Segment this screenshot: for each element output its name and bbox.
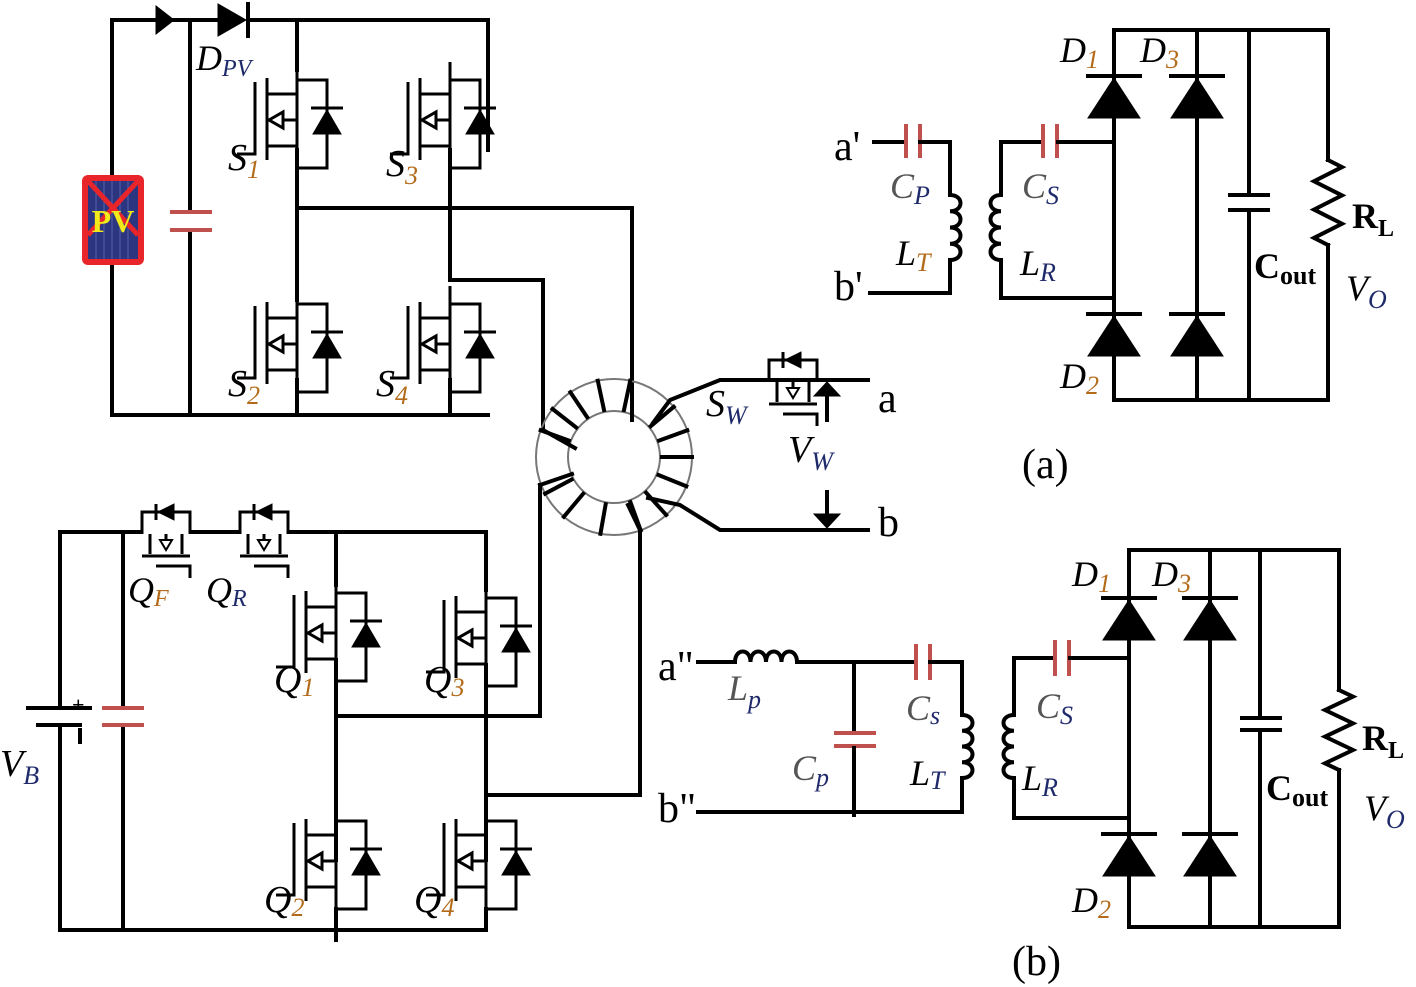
switch-qr — [238, 502, 290, 580]
lower-bridge: + VB QF QR Q1 Q3 Q2 Q4 — [0, 502, 642, 942]
label-vb: VB — [0, 743, 39, 790]
label-lt-b: LT — [909, 753, 946, 795]
label-rl-b: RL — [1362, 718, 1404, 764]
label-q4: Q4 — [414, 879, 454, 922]
diode-d3-b — [1182, 596, 1238, 642]
battery-plus-sign: + — [72, 692, 85, 717]
diode-d4-b — [1182, 832, 1238, 878]
upper-bridge: PV DPV S1 S3 S2 S4 — [82, 2, 634, 432]
label-lr-b: LR — [1021, 758, 1058, 802]
label-cs1-b: Cs — [906, 688, 940, 730]
label-d1-b: D1 — [1071, 554, 1111, 598]
label-rl-a: RL — [1352, 196, 1394, 242]
toroid-winding-turn — [656, 427, 690, 444]
toroid-winding-turn — [598, 501, 608, 537]
label-cout-a: Cout — [1254, 246, 1316, 290]
terminal-a-dprime: a" — [658, 644, 694, 690]
label-s1: S1 — [228, 137, 260, 184]
label-dpv: DPV — [195, 38, 254, 82]
pv-label: PV — [92, 203, 135, 239]
toroid-winding-turn — [595, 378, 607, 413]
terminal-a: a — [878, 376, 897, 422]
caption-b: (b) — [1012, 939, 1061, 985]
diode-d2-a — [1086, 312, 1142, 358]
diode-d2-b — [1101, 832, 1157, 878]
label-qf: QF — [128, 570, 169, 612]
diode-dpv — [217, 2, 250, 38]
label-s2: S2 — [228, 363, 260, 410]
label-lt-a: LT — [895, 233, 932, 277]
label-s4: S4 — [376, 363, 408, 410]
label-cs-a: CS — [1022, 166, 1059, 210]
label-d2-a: D2 — [1059, 356, 1099, 400]
switch-qf — [140, 502, 192, 580]
terminal-a-prime: a' — [834, 124, 860, 170]
toroid-winding-turn — [561, 490, 586, 520]
label-cout-b: Cout — [1266, 768, 1328, 812]
label-cp-a: CP — [890, 166, 930, 210]
pv-panel-icon: PV — [82, 175, 144, 265]
current-arrow-icon — [155, 4, 175, 36]
label-cs2-b: CS — [1036, 686, 1073, 730]
switch-s2 — [235, 284, 345, 398]
toroid-winding-turn — [567, 389, 590, 420]
diode-d3-a — [1169, 74, 1225, 120]
toroid-winding-turn — [549, 406, 579, 431]
label-vw: VW — [788, 429, 835, 476]
diode-d1-b — [1101, 596, 1157, 642]
label-q1: Q1 — [274, 659, 314, 702]
label-d1-a: D1 — [1059, 30, 1099, 74]
panel-a: a' b' CP LT CS LR D1 D3 D2 Cout RL VO — [834, 28, 1394, 488]
label-vo-a: VO — [1346, 268, 1387, 314]
label-qr: QR — [206, 570, 247, 612]
battery-capacitor — [102, 706, 144, 727]
switch-s3 — [388, 60, 498, 174]
toroid-winding-turn — [643, 489, 670, 518]
label-d3-b: D3 — [1151, 554, 1191, 598]
arrow-up-icon — [812, 381, 842, 397]
label-q3: Q3 — [424, 659, 464, 702]
toroid-winding-turn — [542, 476, 575, 497]
panel-b: a" b" Lp Cp Cs LT CS LR D1 — [658, 548, 1405, 985]
toroid-transformer — [535, 378, 870, 797]
label-sw: SW — [706, 383, 749, 430]
toroid-winding-turn — [621, 378, 633, 413]
wireless-switch: SW VW a b — [706, 350, 899, 546]
arrow-down-icon — [812, 513, 842, 529]
label-d2-b: D2 — [1071, 880, 1111, 924]
label-lp-b: Lp — [727, 668, 761, 714]
terminal-b-prime: b' — [834, 264, 863, 310]
label-q2: Q2 — [264, 879, 304, 922]
diode-d1-a — [1086, 74, 1142, 120]
label-cp-b: Cp — [792, 748, 829, 792]
label-lr-a: LR — [1019, 243, 1056, 287]
terminal-b-dprime: b" — [658, 786, 696, 832]
toroid-winding-turn — [655, 472, 689, 489]
diode-d4-a — [1169, 312, 1225, 358]
switch-sw — [767, 350, 819, 428]
battery-icon: + — [26, 692, 92, 744]
label-vo-b: VO — [1364, 788, 1405, 834]
label-s3: S3 — [386, 143, 418, 190]
terminal-b: b — [878, 500, 899, 546]
switch-s4 — [388, 284, 498, 398]
label-d3-a: D3 — [1139, 30, 1179, 74]
pv-capacitor — [170, 210, 212, 232]
caption-a: (a) — [1022, 442, 1069, 488]
